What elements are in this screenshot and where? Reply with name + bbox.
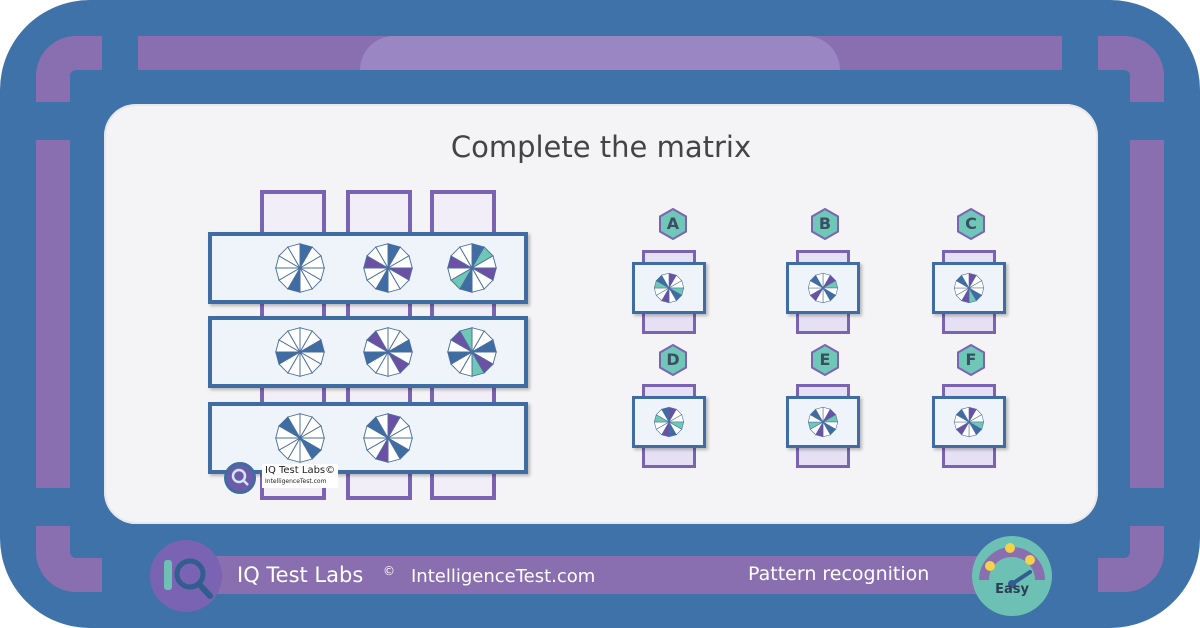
footer-copyright: © — [383, 564, 395, 578]
watermark-brand: IQ Test Labs© — [265, 465, 336, 476]
wheel-segment — [815, 272, 824, 290]
footer-category: Pattern recognition — [748, 563, 930, 585]
difficulty-gauge-icon: Easy — [972, 536, 1052, 616]
side-decor — [36, 140, 70, 488]
matrix-cell-wheel — [447, 327, 497, 377]
wheel-segment — [287, 413, 301, 440]
footer-bar — [160, 556, 1040, 594]
watermark-site: IntelligenceTest.com — [265, 478, 327, 485]
matrix-row-3 — [208, 402, 528, 474]
corner-decor — [36, 526, 102, 592]
wheel-segment — [815, 406, 824, 424]
puzzle-title: Complete the matrix — [450, 130, 752, 164]
option-label-b: B — [810, 207, 840, 241]
wheel-segment — [459, 243, 473, 270]
smiley-icon — [1025, 555, 1035, 565]
footer-site-link[interactable]: IntelligenceTest.com — [411, 566, 596, 587]
wheel-segment — [961, 406, 970, 424]
wheel-segment — [459, 327, 473, 354]
option-d[interactable] — [632, 384, 706, 470]
option-label-e: E — [810, 343, 840, 377]
matrix-row-1 — [208, 232, 528, 304]
option-wheel — [953, 272, 985, 304]
corner-decor — [1098, 36, 1164, 102]
matrix-row-2 — [208, 316, 528, 388]
smiley-icon — [1005, 543, 1015, 553]
matrix-cell-wheel — [447, 243, 497, 293]
watermark-text: IQ Test Labs© IntelligenceTest.com — [262, 464, 339, 488]
option-wheel — [807, 406, 839, 438]
option-a[interactable] — [632, 250, 706, 336]
iq-logo-icon — [150, 540, 222, 612]
magnifier-icon — [231, 468, 249, 486]
option-wheel — [653, 406, 685, 438]
side-decor — [1130, 140, 1164, 488]
option-e[interactable] — [786, 384, 860, 470]
option-c[interactable] — [932, 250, 1006, 336]
wheel-segment — [375, 413, 389, 440]
option-b[interactable] — [786, 250, 860, 336]
difficulty-label: Easy — [995, 582, 1029, 597]
option-wheel — [807, 272, 839, 304]
wheel-segment — [661, 272, 670, 290]
puzzle-panel: Complete the matrix IQ Test Labs© Intell… — [104, 104, 1098, 524]
corner-decor — [1098, 526, 1164, 592]
option-label-a: A — [658, 207, 688, 241]
watermark: IQ Test Labs© IntelligenceTest.com — [224, 460, 344, 498]
wheel-segment — [961, 272, 970, 290]
option-wheel — [653, 272, 685, 304]
matrix-cell-wheel — [363, 243, 413, 293]
corner-decor — [36, 36, 102, 102]
option-label-f: F — [956, 343, 986, 377]
matrix-cell-wheel — [363, 413, 413, 463]
option-label-c: C — [956, 207, 986, 241]
magnifier-icon — [164, 558, 213, 599]
top-decor-tab — [360, 36, 840, 70]
option-f[interactable] — [932, 384, 1006, 470]
wheel-segment — [287, 243, 301, 270]
wheel-segment — [375, 327, 389, 354]
footer-brand: IQ Test Labs — [237, 563, 364, 587]
matrix-cell-wheel — [275, 243, 325, 293]
wheel-segment — [375, 243, 389, 270]
matrix-cell-wheel — [275, 413, 325, 463]
wheel-segment — [661, 406, 670, 424]
iq-logo-icon — [224, 462, 256, 494]
option-wheel — [953, 406, 985, 438]
option-label-d: D — [658, 343, 688, 377]
wheel-segment — [287, 327, 301, 354]
smiley-icon — [985, 561, 995, 571]
matrix-cell-wheel — [275, 327, 325, 377]
missing-cell — [444, 410, 500, 466]
matrix-cell-wheel — [363, 327, 413, 377]
